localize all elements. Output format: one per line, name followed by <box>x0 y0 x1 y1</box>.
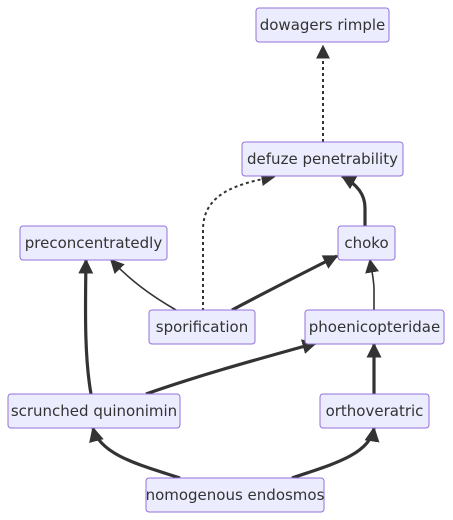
node-label: scrunched quinonimin <box>11 402 177 420</box>
node-scrunched-quinonimin[interactable]: scrunched quinonimin <box>7 393 181 429</box>
edge-scrunched-to-phoenicopteridae <box>145 339 318 396</box>
edge-nomogenous-to-orthoveratric <box>291 426 380 480</box>
node-defuze-penetrability[interactable]: defuze penetrability <box>241 141 404 177</box>
edge-nomogenous-to-scrunched <box>89 426 181 480</box>
node-nomogenous-endosmos[interactable]: nomogenous endosmos <box>145 477 325 513</box>
edge-sporification-to-choko <box>231 254 339 312</box>
node-choko[interactable]: choko <box>337 225 396 261</box>
node-label: defuze penetrability <box>247 150 398 168</box>
edge-scrunched-to-preconcentratedly <box>78 258 94 395</box>
node-orthoveratric[interactable]: orthoveratric <box>319 393 430 429</box>
node-sporification[interactable]: sporification <box>148 309 256 345</box>
node-preconcentratedly[interactable]: preconcentratedly <box>19 225 168 261</box>
node-label: nomogenous endosmos <box>146 486 325 504</box>
node-dowagers-rimple[interactable]: dowagers rimple <box>255 7 390 43</box>
node-label: sporification <box>156 318 248 336</box>
node-phoenicopteridae[interactable]: phoenicopteridae <box>304 309 445 345</box>
node-label: preconcentratedly <box>25 234 163 252</box>
node-label: choko <box>344 234 388 252</box>
edge-choko-to-defuze <box>340 174 367 226</box>
edge-phoenicopteridae-to-choko <box>365 258 379 310</box>
node-label: phoenicopteridae <box>309 318 440 336</box>
node-label: orthoveratric <box>326 402 424 420</box>
edges-layer <box>78 44 382 480</box>
edge-sporification-to-preconcentratedly <box>110 258 177 311</box>
nodes-layer: dowagers rimple defuze penetrability pre… <box>7 7 445 513</box>
node-label: dowagers rimple <box>260 16 386 34</box>
edge-sporification-to-defuze <box>202 172 276 311</box>
